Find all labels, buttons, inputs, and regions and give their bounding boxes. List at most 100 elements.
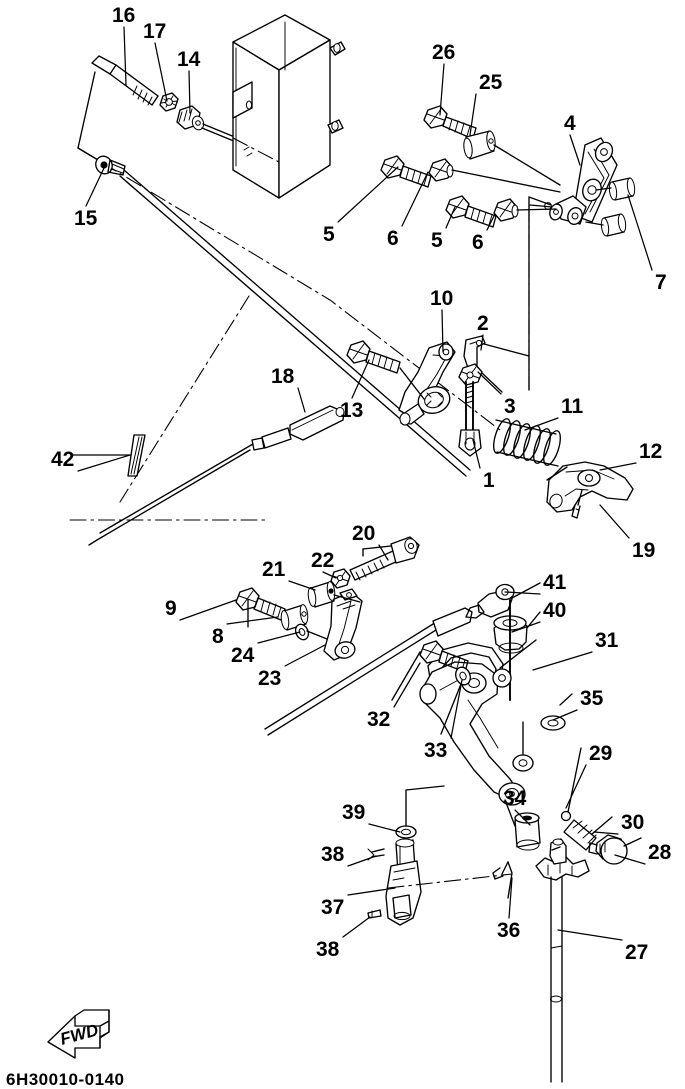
leader-26 (439, 63, 445, 116)
part-6-nut-lower (493, 198, 557, 222)
leader-6 (401, 171, 429, 227)
leader-12 (599, 462, 637, 471)
callout-8: 8 (212, 625, 224, 648)
callout-leader-lines (77, 26, 653, 941)
callout-13: 13 (340, 399, 364, 422)
callout-31: 31 (595, 629, 619, 652)
control-unit-box (232, 14, 346, 199)
callout-2: 2 (477, 312, 489, 335)
part-14-rod-end-joint (176, 105, 243, 145)
leader-22 (322, 571, 337, 579)
leader-14 (188, 70, 191, 114)
leader-9 (179, 599, 237, 621)
leader-15 (85, 167, 105, 207)
leader-5 (445, 206, 456, 229)
callout-20: 20 (352, 522, 376, 545)
fwd-orientation-arrow: FWD (47, 1009, 110, 1059)
leader-36 (508, 877, 513, 919)
callout-22: 22 (311, 549, 335, 572)
part-29-ball-pin (560, 747, 582, 822)
part-31-steering-bracket (419, 639, 537, 806)
part-11-coil-spring (493, 418, 561, 467)
leader-18 (297, 387, 306, 413)
part-27-shift-shaft (535, 838, 590, 1083)
callout-41: 41 (543, 571, 567, 594)
leader-39 (368, 823, 401, 833)
part-10-throttle-lever (398, 341, 456, 426)
leader-6 (486, 213, 496, 231)
leader-35 (552, 709, 578, 721)
callout-10: 10 (430, 287, 454, 310)
callout-17: 17 (143, 20, 167, 43)
leader-19 (599, 504, 630, 539)
part-39-washer (395, 785, 445, 839)
leader-3 (477, 371, 502, 395)
part-9-bolt (235, 587, 286, 621)
leader-11 (524, 417, 559, 431)
leader-16 (123, 26, 127, 86)
callout-16: 16 (112, 4, 136, 27)
callout-35: 35 (580, 687, 604, 710)
callout-1: 1 (483, 469, 495, 492)
part-5-bolt-lower (445, 195, 497, 228)
leader-5 (337, 166, 399, 223)
part-30-screw (563, 816, 613, 851)
callout-33: 33 (424, 739, 448, 762)
part-35-washer (512, 693, 573, 772)
leader-2 (480, 334, 484, 351)
leader-1 (472, 439, 481, 469)
callout-38: 38 (316, 938, 340, 961)
lower-control-cable (264, 607, 473, 736)
part-37-shift-lever-arm (385, 838, 513, 926)
part-32-bolt (391, 640, 469, 701)
part-1-adjusting-rod (458, 381, 482, 457)
leader-38 (342, 916, 371, 938)
leader-25 (469, 93, 477, 136)
callout-6: 6 (472, 231, 484, 254)
callout-39: 39 (342, 801, 366, 824)
part-4-bellcrank-arm (529, 137, 618, 226)
leader-38 (347, 855, 377, 867)
part-41-ball-joint (465, 582, 541, 619)
callout-34: 34 (503, 787, 527, 810)
callout-36: 36 (497, 919, 521, 942)
callout-29: 29 (589, 742, 613, 765)
callout-18: 18 (271, 365, 295, 388)
callout-27: 27 (625, 941, 649, 964)
callout-14: 14 (177, 48, 201, 71)
callout-37: 37 (321, 896, 345, 919)
part-16-control-rod (77, 55, 159, 164)
callout-5: 5 (431, 229, 443, 252)
part-21-pivot-bushing (307, 581, 361, 608)
part-12-shift-lever (546, 461, 634, 513)
part-34-bushing (504, 799, 541, 851)
part-22-nut (330, 568, 351, 589)
leader-27 (557, 929, 623, 941)
part-24-washer (294, 623, 343, 646)
leader-21 (288, 580, 316, 591)
part-25-collar (463, 130, 561, 186)
leader-42 (77, 454, 131, 472)
callout-30: 30 (621, 811, 645, 834)
leader-31 (532, 651, 593, 671)
leader-34 (514, 809, 531, 826)
callout-24: 24 (231, 644, 255, 667)
callout-25: 25 (479, 71, 503, 94)
callout-28: 28 (648, 841, 672, 864)
part-38-clips (367, 848, 385, 919)
part-40-damper-mount (493, 599, 541, 701)
part-33-washer (440, 666, 471, 735)
part-2-retainer-clip (463, 335, 530, 369)
part-26-bolt (423, 105, 477, 140)
leader-4 (569, 134, 581, 166)
leader-20 (378, 544, 389, 561)
callout-19: 19 (632, 539, 656, 562)
part-5-bolt-upper (380, 155, 432, 188)
callout-42: 42 (51, 448, 75, 471)
part-13-bolt (346, 340, 425, 400)
callout-26: 26 (432, 41, 456, 64)
callout-21: 21 (262, 558, 286, 581)
leader-8 (226, 616, 279, 625)
part-20-adjuster-rod (349, 536, 420, 581)
